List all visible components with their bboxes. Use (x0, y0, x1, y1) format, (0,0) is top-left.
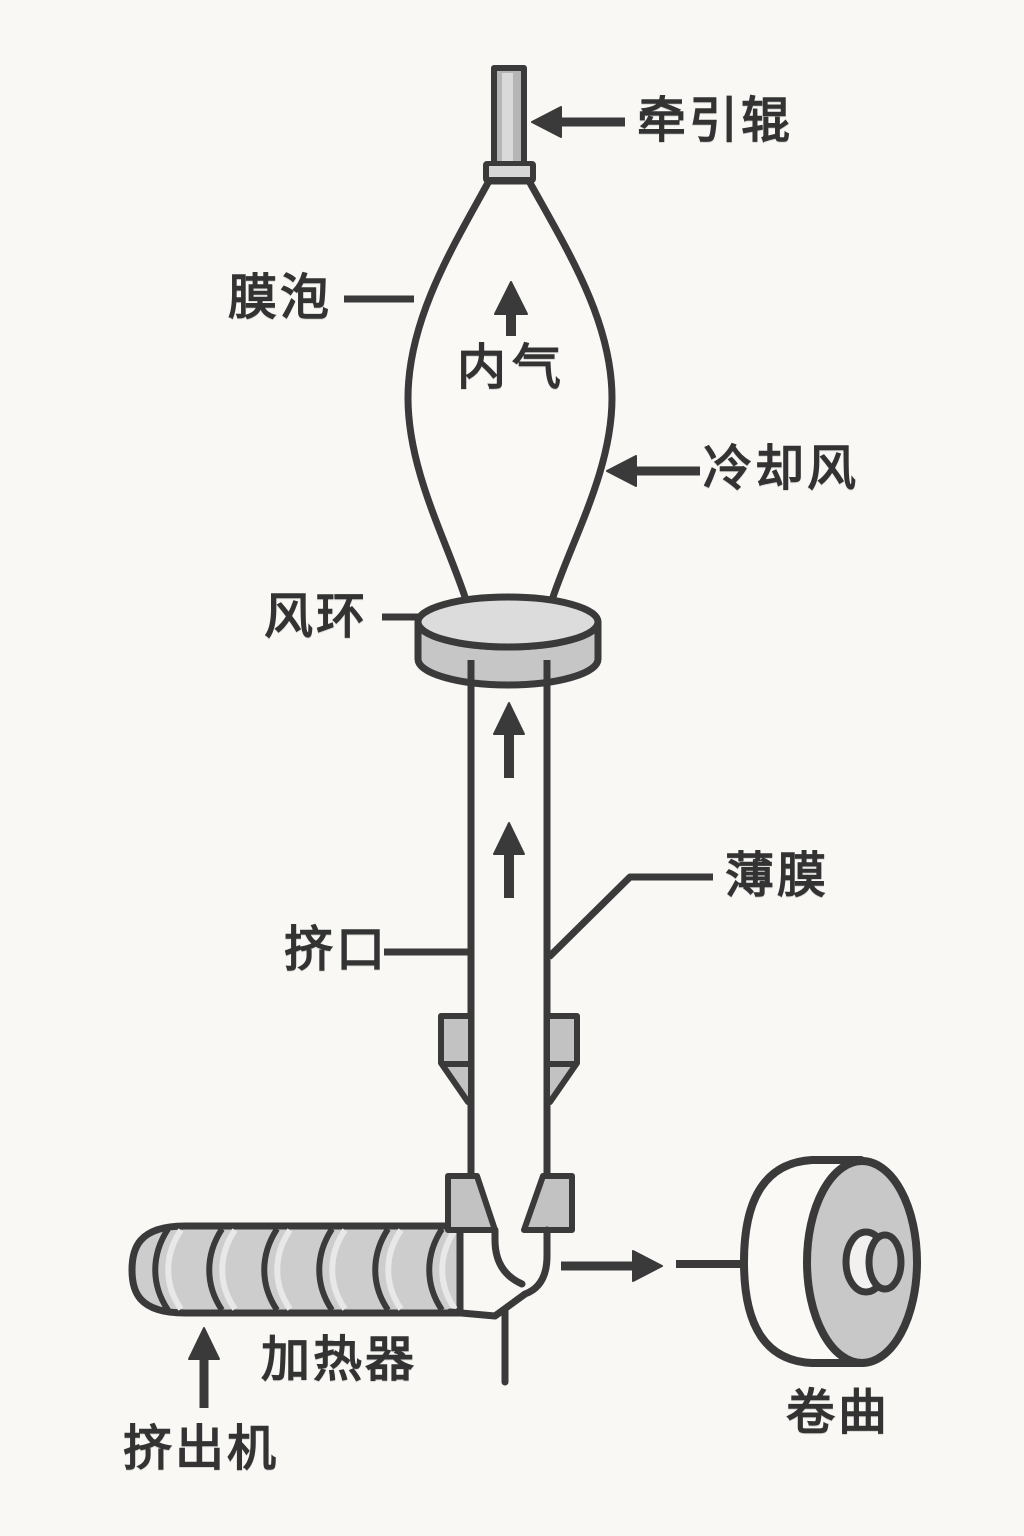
label-film: 薄膜 (725, 847, 830, 904)
extruder-up-arrow-icon (188, 1327, 220, 1408)
air-ring-shape (414, 593, 602, 689)
label-extruder: 挤出机 (123, 1420, 280, 1477)
label-air-ring: 风环 (264, 588, 369, 645)
winder-roll (740, 1156, 921, 1367)
to-winder-right-arrow-icon (561, 1250, 746, 1282)
label-winding: 卷曲 (786, 1384, 891, 1441)
extruder-barrel (128, 1222, 464, 1317)
film-bubble-shape (404, 177, 616, 654)
label-film-bubble: 膜泡 (228, 269, 333, 326)
label-traction-roller: 牵引辊 (637, 92, 794, 149)
label-cooling-air: 冷却风 (703, 440, 860, 497)
label-heater: 加热器 (261, 1331, 418, 1388)
traction-roller-shape (483, 65, 536, 183)
label-internal-air: 内气 (457, 339, 568, 396)
leader-lines (344, 295, 713, 960)
internal-air-up-arrow-icon (494, 281, 528, 336)
traction-left-arrow-icon (531, 106, 625, 138)
flange-clamps (445, 1173, 575, 1233)
cooling-left-arrow-icon (606, 455, 700, 487)
tube-flow-up-arrow-icon (493, 702, 525, 898)
elbow-housing (446, 1226, 551, 1386)
film-leader-line (546, 873, 713, 960)
die-blocks (438, 1013, 580, 1105)
label-die-mouth: 挤口 (284, 921, 389, 978)
